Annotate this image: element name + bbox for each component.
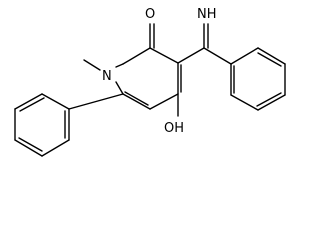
carbonyl-oxygen-label: O <box>145 7 155 22</box>
phenyl-ring-right <box>203 47 286 111</box>
pyridinone-ring <box>115 47 182 110</box>
n-methyl-bond <box>83 59 101 71</box>
imine-nh-label: NH <box>197 7 217 22</box>
chemical-structure-diagram: O NH N OH <box>14 7 286 157</box>
carbonyl-bond <box>149 23 155 49</box>
hydroxyl-label: OH <box>164 121 184 136</box>
ring-nitrogen-label: N <box>102 69 112 84</box>
phenyl-ring-left <box>14 93 124 157</box>
imine-group <box>177 23 209 64</box>
